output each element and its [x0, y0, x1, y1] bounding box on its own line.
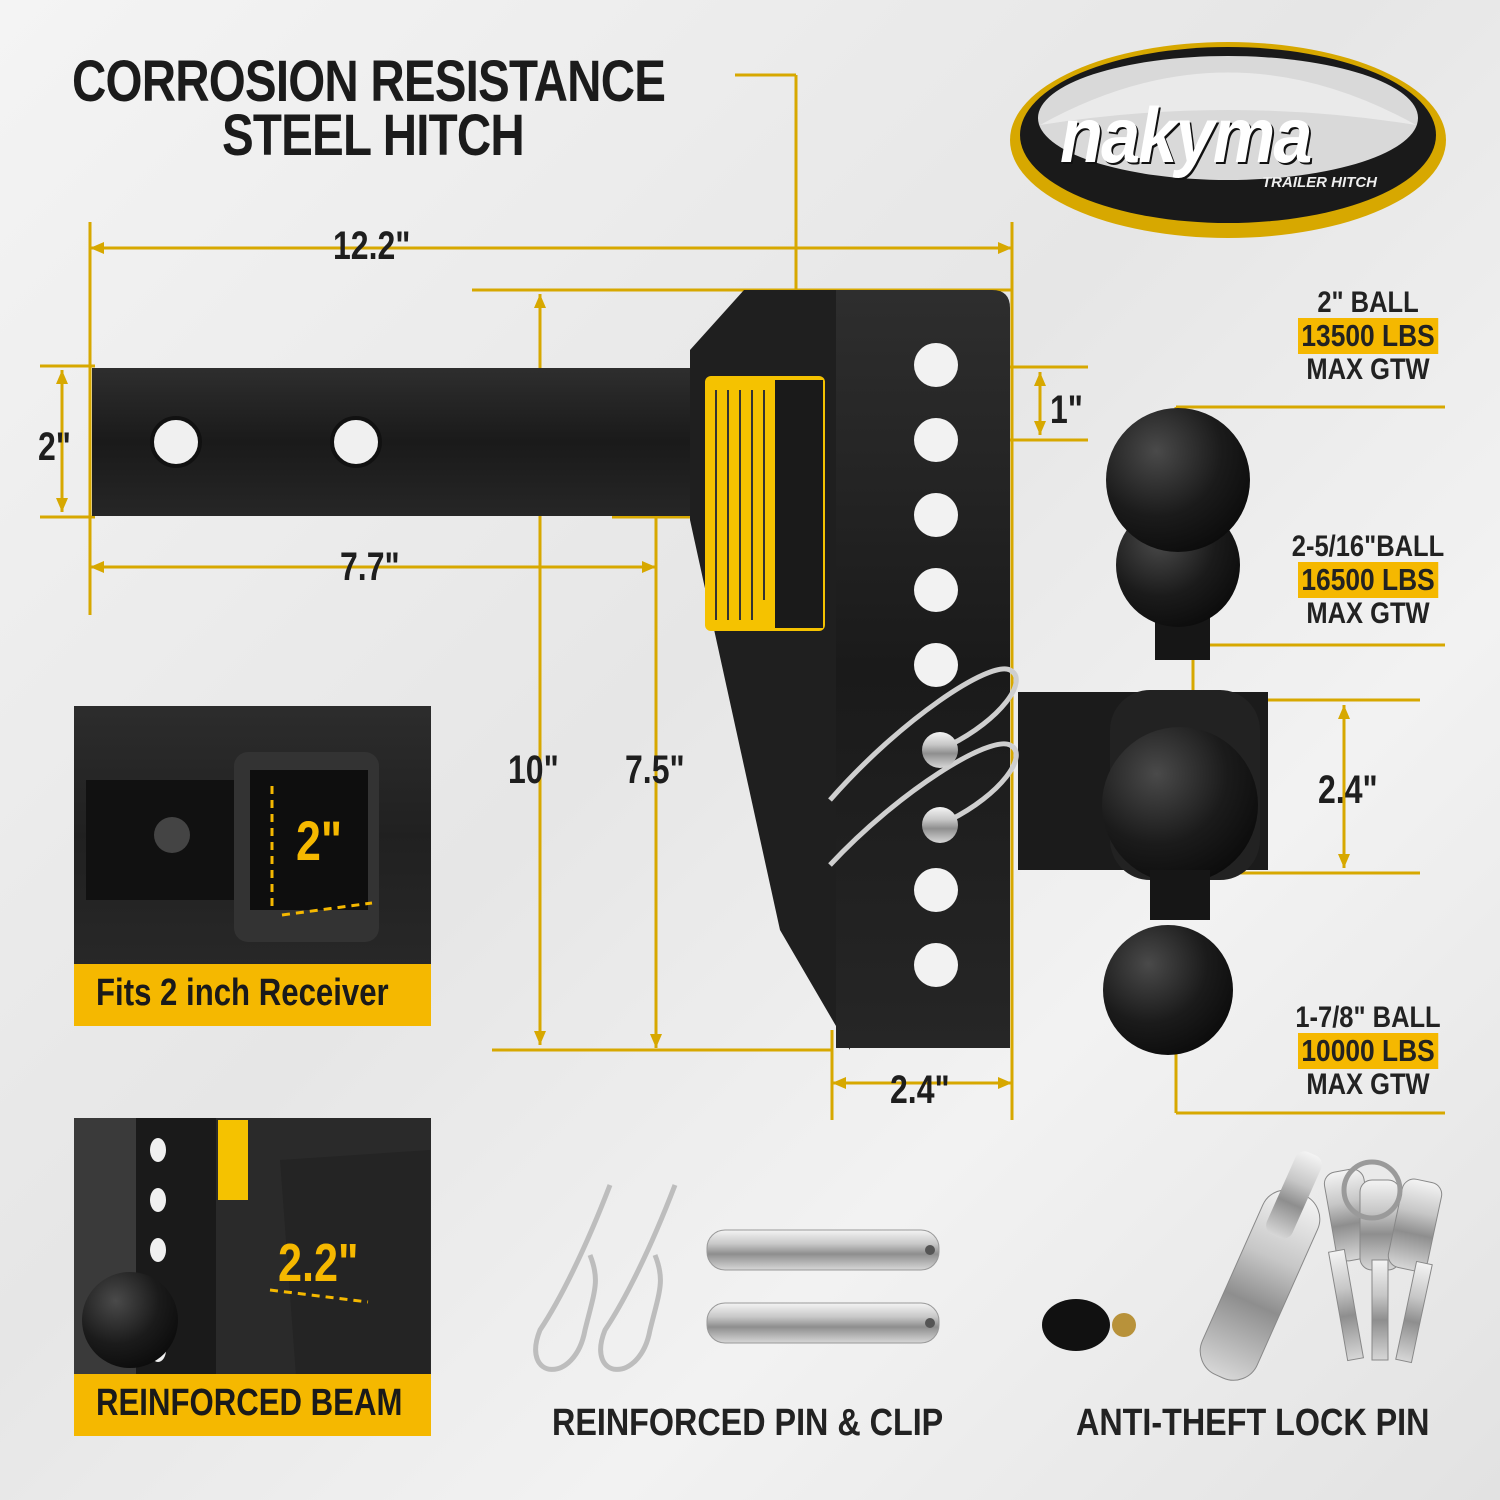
- ball-2-capacity-wrap: 13500 LBS: [1298, 318, 1439, 354]
- receiver-caption: Fits 2 inch Receiver: [96, 972, 389, 1014]
- ball-2516-unit: MAX GTW: [1306, 597, 1430, 630]
- beam-caption-bar: REINFORCED BEAM: [74, 1374, 431, 1436]
- ball-2516-capacity-wrap: 16500 LBS: [1298, 562, 1439, 598]
- receiver-dimension: 2": [296, 809, 343, 872]
- page-title-line1: CORROSION RESISTANCE: [72, 49, 666, 114]
- pin-clip-caption: REINFORCED PIN & CLIP: [552, 1402, 944, 1444]
- dim-shank-length: 7.7": [340, 545, 400, 589]
- brand-tagline: TRAILER HITCH: [1262, 174, 1377, 191]
- ball-2-capacity: 13500 LBS: [1298, 318, 1439, 354]
- dim-drop: 7.5": [625, 748, 685, 792]
- beam-caption: REINFORCED BEAM: [96, 1382, 403, 1424]
- ball-2516-capacity: 16500 LBS: [1298, 562, 1439, 598]
- receiver-caption-bar: Fits 2 inch Receiver: [74, 964, 431, 1026]
- lock-pin-caption: ANTI-THEFT LOCK PIN: [1076, 1402, 1430, 1444]
- ball-2-size: 2" BALL: [1317, 286, 1419, 319]
- ball-178-capacity: 10000 LBS: [1298, 1033, 1439, 1069]
- ball-178-unit: MAX GTW: [1306, 1068, 1430, 1101]
- dim-total-length: 12.2": [333, 224, 411, 268]
- ball-178-capacity-wrap: 10000 LBS: [1298, 1033, 1439, 1069]
- ball-178-size: 1-7/8" BALL: [1295, 1001, 1441, 1034]
- dim-total-height: 10": [508, 748, 559, 792]
- page-title-line2: STEEL HITCH: [222, 103, 525, 168]
- brand-logo: nakyma: [1060, 91, 1312, 179]
- beam-dimension: 2.2": [278, 1233, 359, 1293]
- ball-2-unit: MAX GTW: [1306, 353, 1430, 386]
- dim-mount-width: 2.4": [890, 1068, 950, 1112]
- dim-ball-spacing: 2.4": [1318, 768, 1378, 812]
- lock-pin-icon: [1042, 1151, 1322, 1381]
- ball-2516-size: 2-5/16"BALL: [1291, 530, 1445, 563]
- pin-clip-icons: [533, 1184, 678, 1372]
- dim-hole-spacing: 1": [1050, 388, 1083, 432]
- keys-icon: [1323, 1168, 1443, 1364]
- dim-shank-height: 2": [38, 425, 71, 469]
